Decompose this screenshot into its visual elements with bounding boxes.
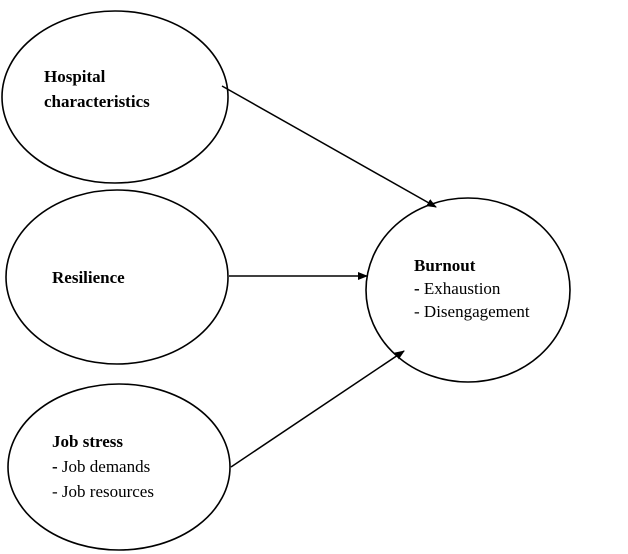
hospital-title-line2: characteristics [44, 92, 150, 111]
arrow-hospital-to-burnout [221, 85, 437, 208]
hospital-characteristics-node [1, 10, 229, 184]
burnout-item1-text: Exhaustion [419, 279, 501, 298]
resilience-node [5, 189, 229, 365]
resilience-title: Resilience [52, 268, 125, 287]
hospital-title-line1: Hospital [44, 67, 106, 86]
burnout-item1-dash: - [414, 279, 420, 298]
burnout-item-disengagement: - Disengagement [414, 302, 530, 321]
burnout-node [365, 197, 571, 383]
job-stress-title: Job stress [52, 432, 123, 451]
job-stress-node [7, 383, 231, 551]
job-stress-item1-text: Job demands [57, 457, 151, 476]
burnout-item-exhaustion: - Exhaustion [414, 277, 500, 301]
job-stress-item1-dash: - [52, 457, 58, 476]
job-stress-item-job-demands: - Job demands [52, 455, 150, 479]
burnout-title: Burnout [414, 256, 476, 275]
job-stress-item-job-resources: - Job resources [52, 482, 154, 501]
arrow-job-stress-to-burnout [230, 350, 405, 468]
